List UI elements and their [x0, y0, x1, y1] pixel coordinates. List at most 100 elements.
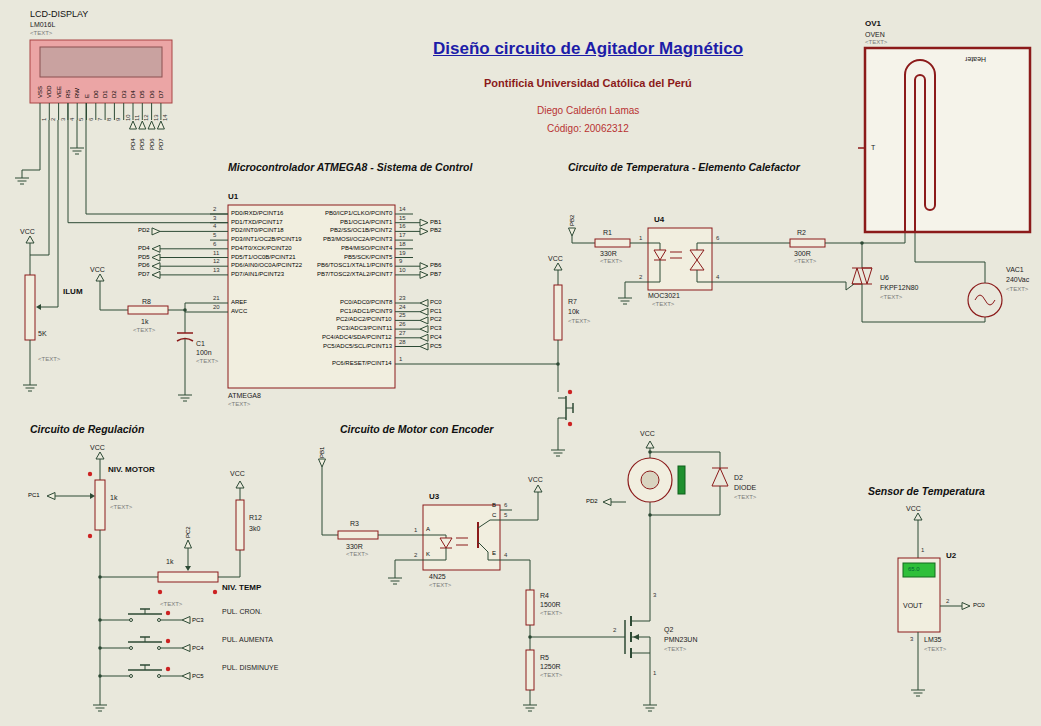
pin-number: 13	[153, 114, 159, 121]
pushbutton-plunger	[572, 403, 574, 413]
part-label: D2	[734, 474, 743, 481]
resistor-symbol	[526, 590, 534, 625]
pin-number: 5	[78, 118, 84, 121]
text-placeholder: <TEXT>	[228, 401, 250, 407]
oven-terminal	[858, 147, 865, 149]
junction-dot	[166, 611, 170, 615]
wire	[625, 282, 636, 298]
pin-name: PC6/RESET/PCINT14	[332, 360, 392, 366]
wire	[636, 282, 648, 283]
semiconductor-symbol	[852, 268, 862, 284]
pin-name: RW	[74, 88, 80, 98]
wire	[100, 577, 158, 578]
pin-number: 6	[213, 241, 216, 247]
wire	[210, 266, 228, 267]
wire	[697, 243, 712, 250]
wire	[210, 303, 228, 304]
junction-dot	[166, 639, 170, 643]
semiconductor-symbol	[690, 260, 704, 270]
wire	[168, 310, 185, 311]
pin-name: PC0/ADC0/PCINT8	[340, 299, 392, 305]
pin-number: 17	[399, 232, 406, 238]
part-label: VCC	[90, 266, 105, 273]
wire	[650, 486, 720, 515]
ground-symbol	[643, 705, 657, 711]
part-label: T	[871, 144, 875, 151]
wire	[918, 520, 919, 558]
net-terminal	[148, 121, 155, 129]
pushbutton-contact	[558, 398, 566, 399]
text-placeholder: <TEXT>	[865, 39, 887, 45]
junction-dot	[98, 575, 102, 579]
resistor-symbol	[128, 306, 168, 314]
pin-number: 25	[399, 312, 406, 318]
part-label: 1k	[110, 494, 117, 501]
wire	[40, 103, 41, 120]
text-placeholder: <TEXT>	[1006, 286, 1028, 292]
pin-number: 21	[213, 295, 220, 301]
part-label: VOUT	[903, 602, 922, 609]
wire	[77, 103, 78, 120]
pin-number: 5	[504, 512, 507, 518]
pin-number: 1	[41, 118, 47, 121]
wire	[160, 248, 210, 249]
part-label: U6	[880, 274, 889, 281]
part-label: Heater	[965, 56, 986, 63]
net-terminal	[962, 603, 970, 610]
wire	[630, 243, 648, 244]
pin-name: PD3/INT1/OC2B/PCINT19	[231, 236, 302, 242]
wire	[114, 103, 115, 120]
wire	[22, 120, 40, 178]
ground-symbol	[551, 450, 565, 456]
pin-name: PD6	[149, 138, 155, 150]
wire	[160, 266, 210, 267]
part-label: R4	[540, 592, 549, 599]
wire	[395, 337, 413, 338]
resistor-symbol	[790, 239, 825, 247]
ground-symbol	[70, 148, 84, 154]
part-label: LM35	[924, 636, 942, 643]
power-arrow	[646, 441, 654, 448]
wire	[712, 282, 854, 290]
section-heading: Sensor de Temperatura	[868, 486, 985, 497]
pin-number: 6	[716, 235, 719, 241]
power-arrow	[236, 481, 244, 488]
text-placeholder: <TEXT>	[664, 646, 686, 652]
wire	[151, 103, 152, 120]
text-placeholder: <TEXT>	[196, 358, 218, 364]
wiper-arrow	[90, 493, 95, 499]
power-arrow	[914, 513, 922, 520]
pin-name: A	[426, 526, 430, 532]
resistor-symbol	[554, 285, 562, 340]
net-terminal	[420, 300, 428, 307]
wire	[413, 266, 420, 267]
wire	[160, 274, 210, 275]
wire	[413, 231, 420, 232]
author-line: Código: 20062312	[547, 124, 629, 134]
power-arrow	[96, 274, 104, 281]
wire	[413, 222, 420, 223]
wire	[395, 222, 413, 223]
display-reading: 65.0	[908, 566, 920, 572]
pushbutton-terminal	[130, 647, 133, 650]
pushbutton-terminal	[130, 675, 133, 678]
junction-dot	[166, 667, 170, 671]
wire	[650, 452, 720, 468]
part-name: U3	[429, 493, 439, 501]
pin-name: PC1/ADC1/PCINT9	[340, 308, 392, 314]
pushbutton-plunger	[140, 636, 150, 638]
pin-number: 1	[399, 356, 402, 362]
wire	[218, 550, 240, 577]
pin-name: VEE	[56, 86, 62, 98]
wire	[395, 231, 413, 232]
pin-name: PB0/ICP1/CLKO/PCINT0	[325, 210, 392, 216]
symbol-stroke	[456, 545, 468, 546]
wire	[648, 260, 660, 282]
wire	[49, 103, 50, 120]
wire	[100, 281, 128, 310]
pin-number: 13	[213, 267, 220, 273]
pin-number: 2	[613, 627, 616, 633]
pin-number: 15	[399, 215, 406, 221]
wire	[188, 548, 189, 568]
wire	[512, 492, 538, 520]
